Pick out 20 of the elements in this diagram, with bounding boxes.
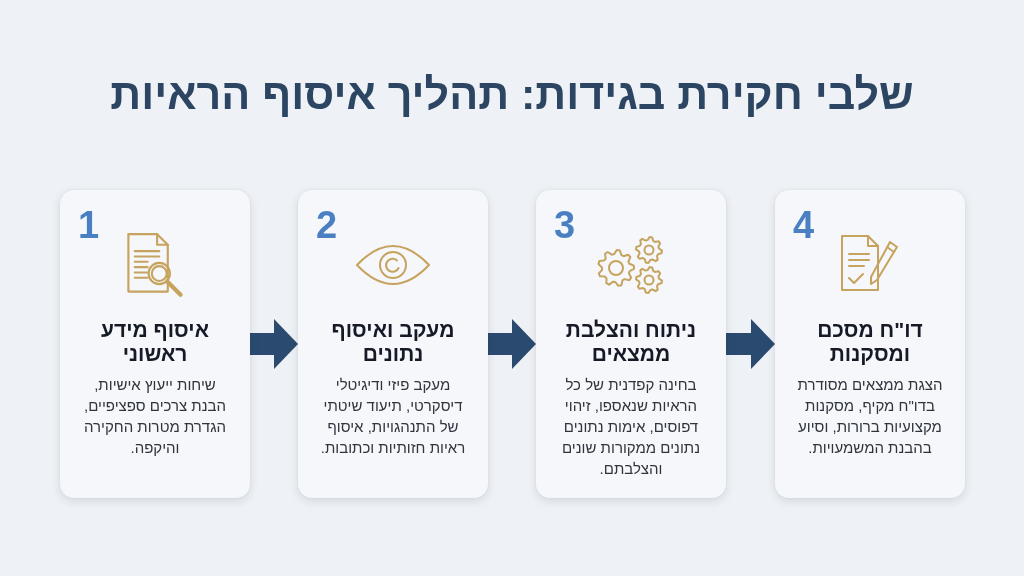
step-heading: ניתוח והצלבת ממצאים <box>564 318 698 366</box>
step-description: בחינה קפדנית של כל הראיות שנאספו, זיהוי דפוסים, אימות נתונים נתונים ממקורות שונים והצלבתם. <box>561 375 701 479</box>
step-number: 3 <box>554 204 576 246</box>
step-card <box>298 190 488 498</box>
arrow <box>726 319 775 369</box>
step-number: 1 <box>78 204 100 246</box>
arrow <box>250 319 298 369</box>
step-description: שיחות ייעוץ אישיות, הבנת צרכים ספציפיים, הגדרת מטרות החקירה והיקפה. <box>83 375 227 458</box>
step-heading: מעקב ואיסוף נתונים <box>330 318 456 366</box>
step-number: 4 <box>793 204 815 246</box>
title: שלבי חקירת בגידות: תהליך איסוף הראיות <box>110 69 914 120</box>
step-card <box>60 190 250 498</box>
step-description: מעקב פיזי ודיגיטלי דיסקרטי, תיעוד שיטתי של התנהגויות, איסוף ראיות חזותיות וכתובות. <box>319 375 467 458</box>
step-card <box>775 190 965 498</box>
step-number: 2 <box>316 204 338 246</box>
arrow <box>488 319 536 369</box>
step-description: הצגת ממצאים מסודרת בדו"ח מקיף, מסקנות מקצועיות ברורות, וסיוע בהבנת המשמעויות. <box>796 375 944 458</box>
step-heading: איסוף מידע ראשוני <box>99 318 210 366</box>
step-card <box>536 190 726 498</box>
step-heading: דו"ח מסכם ומסקנות <box>816 318 924 366</box>
